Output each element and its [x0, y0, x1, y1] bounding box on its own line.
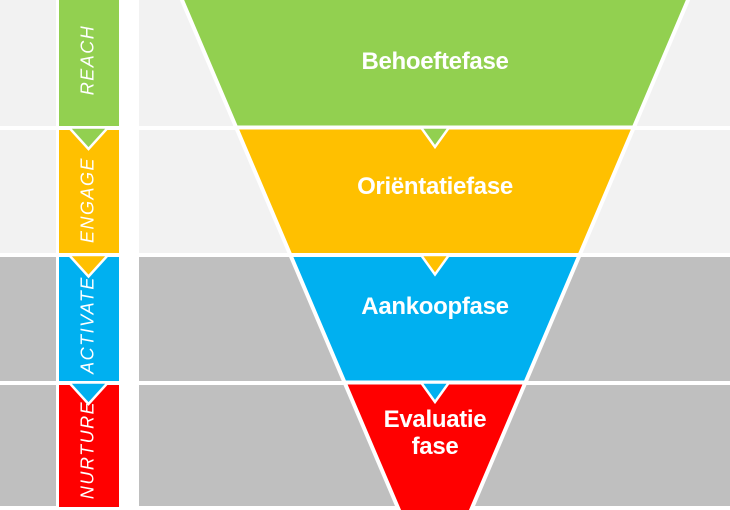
funnel-stage-label-orientatiefase: Oriëntatiefase: [357, 173, 513, 200]
chevron-down-icon: [418, 253, 452, 277]
vertical-divider: [118, 0, 139, 510]
sidebar-label-activate: ACTIVATE: [77, 276, 98, 374]
funnel-stage-label-behoeftefase: Behoeftefase: [361, 48, 509, 75]
funnel-stage-label-line: fase: [411, 433, 459, 460]
sidebar-bar-reach: [58, 0, 119, 126]
funnel-stage-label-aankoopfase: Aankoopfase: [361, 293, 509, 320]
chevron-down-icon: [418, 381, 452, 405]
funnel-stage-shape-evaluatiefase: [341, 380, 529, 510]
vertical-divider: [55, 0, 59, 510]
funnel-stage-label-evaluatiefase: Evaluatie fase: [384, 406, 487, 460]
sidebar-label-reach: REACH: [77, 24, 98, 96]
chevron-down-icon: [66, 253, 111, 279]
sidebar-label-engage: ENGAGE: [77, 156, 98, 244]
funnel-stage-label-line: Evaluatie: [383, 406, 487, 433]
sidebar-label-nurture: NURTURE: [77, 400, 98, 500]
chevron-down-icon: [418, 126, 452, 150]
chevron-down-icon: [66, 381, 111, 406]
chevron-down-icon: [66, 126, 111, 151]
